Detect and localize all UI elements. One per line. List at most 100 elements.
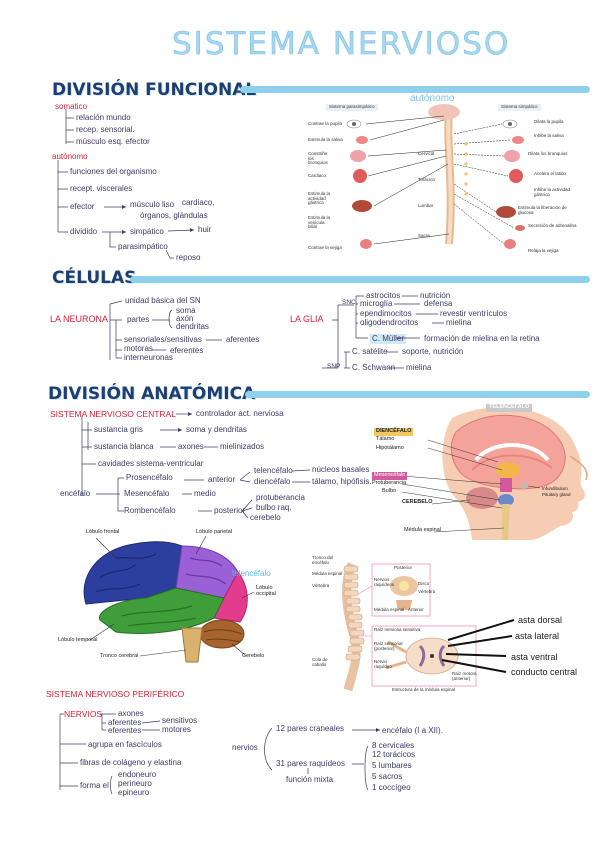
cerebelo: cerebelo [250, 513, 281, 522]
parasimpatico-header: Sistema parasimpático [326, 104, 378, 111]
glia-astrocitos: astrocitos [366, 291, 401, 300]
autonomo-right-label: Estimula la liberación de glucosa [518, 205, 567, 215]
neurona-parte: axón [176, 314, 194, 323]
snp-sensitivos: sensitivos [162, 716, 198, 725]
brain-lobes-illustration: Lóbulo frontal Lóbulo parietal telencéfa… [56, 528, 296, 668]
glia-microglia: microglía [360, 299, 393, 308]
neurona-parte: soma [176, 306, 196, 315]
autonomo-item: dividido [70, 227, 98, 236]
telencefalo: telencéfalo [254, 466, 293, 475]
snp-craneales-fn: encéfalo (I a XII). [382, 726, 443, 735]
autonomo-left-label: Constriñe los bronquios [308, 151, 328, 165]
autonomo-diagram-art [346, 104, 525, 249]
snc-blanca-fn2: mielinizados [220, 442, 265, 451]
autonomo-right-label: Relaja la vejiga [528, 248, 559, 253]
neurona-label: LA NEURONA [50, 314, 109, 324]
snp-raq-item: 12 torácicos [372, 750, 416, 759]
snp-raq-item: 1 coccígeo [372, 783, 411, 792]
autonomo-diagram: autónomo Sistema parasimpático Sistema s… [306, 94, 592, 262]
glia-microglia-fn: defensa [424, 299, 453, 308]
brain-label-tronco: Tronco cerebral [100, 653, 139, 659]
glia-satelite-fn: soporte, nutrición [402, 347, 464, 356]
autonomo-right-label: Inhibe la saliva [534, 133, 564, 138]
reposo-label: reposo [176, 253, 201, 262]
bulbo: bulbo raq. [256, 503, 292, 512]
snp-forma-item: epineuro [118, 788, 150, 797]
autonomo-left-label: Estimula la actividad gástrica [308, 191, 331, 205]
autonomo-right-label: Acelera el latido [534, 171, 567, 176]
somatico-item: músculo esq. efector [76, 137, 150, 146]
rombencefalo-fn: posterior [214, 506, 246, 515]
autonomo-item: efector [70, 202, 95, 211]
spine-label-medula2: Médula espinal [374, 607, 405, 612]
head-label-diencefalo: DIENCÉFALO [374, 428, 414, 436]
brain-label-telencefalo: telencéfalo [232, 569, 271, 578]
snp-axones: axones [118, 709, 144, 718]
glia-oligodendrocitos: oligodendrocitos [360, 318, 419, 327]
snp-nervios: NERVIOS [64, 709, 103, 719]
simpatico-header: Sistema simpático [498, 104, 541, 111]
glia-label: LA GLIA [290, 314, 324, 324]
spine-label-nervio: Nervio raquídeo [374, 659, 392, 669]
autonomo-left-label: Cardiaco [308, 173, 327, 178]
neurona-interneuronas: interneuronas [124, 353, 173, 362]
snc-cavidades: cavidades sistema-ventricular [98, 459, 204, 468]
neurona-motoras: motoras [124, 344, 153, 353]
section-title-funcional: DIVISIÓN FUNCIONAL [52, 80, 257, 100]
glia-satelite: C. satélite [352, 347, 388, 356]
snp-craneales: 12 pares craneales [276, 724, 345, 733]
glia-schwann-fn: mielina [406, 363, 432, 372]
autonomo-right-label: Dilata la pupila [534, 119, 564, 124]
autonomo-center-label: Lumbar [418, 203, 434, 208]
spine-label-anterior: Anterior [408, 607, 424, 612]
medula-asta-lateral: asta lateral [515, 631, 560, 641]
snp-raq-item: 5 lumbares [372, 761, 412, 770]
glia-ependimocitos-fn: revestir ventrículos [440, 309, 508, 318]
brain-label-occipital: Lóbulo occipital [256, 585, 276, 597]
head-label-bulbo: Bulbo [382, 488, 397, 494]
huir-label: huir [198, 225, 212, 234]
telencefalo-fn: núcleos basales [312, 465, 370, 474]
snp-forma: forma el [80, 781, 109, 790]
glia-astrocitos-fn: nutrición [420, 291, 451, 300]
brain-label-parietal: Lóbulo parietal [196, 529, 233, 535]
spine-label-tronco: Tronco del encéfalo [312, 555, 334, 565]
somatico-label: somatico [55, 102, 88, 111]
glia-ependimocitos: ependimocitos [360, 309, 412, 318]
spine-label-estructura: Estructura de la médula espinal [392, 687, 456, 692]
spine-label-vertebra2: Vértebra [418, 589, 436, 594]
snp-funcion: función mixta [286, 775, 334, 784]
glia-schwann: C. Schwann [352, 363, 396, 372]
page-title: SISTEMA NERVIOSO [172, 26, 511, 63]
prosencefalo-fn: anterior [208, 475, 236, 484]
section-bar [245, 391, 590, 398]
snp-agrupa: agrupa en fascículos [88, 740, 162, 749]
autonomo-left-label: Contrae la vejiga [308, 245, 342, 250]
snc-gris: sustancia gris [94, 425, 143, 434]
mesencefalo-fn: medio [194, 489, 216, 498]
simpatico-label: simpático [130, 227, 164, 236]
glia-snp: SNP [327, 363, 341, 370]
spine-label-medula: Médula espinal [312, 571, 343, 576]
spine-label-raiz-post: Raíz sensorial (posterior) [374, 641, 403, 651]
efector-detail: músculo liso [130, 200, 175, 209]
autonomo-right-label: Secreción de adrenalina [528, 223, 577, 228]
head-label-mesencefalo: Mesencéfalo [372, 472, 408, 480]
autonomo-left-label: Contrae la pupila [308, 121, 343, 126]
autonomo-center-label: Cervical [418, 151, 435, 156]
brain-label-temporal: Lóbulo temporal [58, 637, 98, 643]
spine-label-raiz-motora: Raíz motora (anterior) [452, 671, 477, 681]
spine-label-vertebra: Vértebra [312, 583, 330, 588]
snc-gris-fn: soma y dendritas [186, 425, 247, 434]
spine-label-cola: Cola de caballo [312, 657, 328, 667]
head-label-talamo: Tálamo [376, 436, 395, 442]
autonomo-right-label: Dilata los bronquios [528, 151, 568, 156]
head-label-infundibulo: Infundibulum [542, 486, 568, 491]
neurona-sensoriales: sensoriales/sensitivas [124, 335, 202, 344]
head-label-cerebelo: CEREBELO [402, 499, 433, 505]
brain-label-cerebelo: Cerebelo [242, 653, 265, 659]
head-label-pituitaria: Pituitary gland [542, 492, 571, 497]
efector-detail: órganos, glándulas [140, 211, 208, 220]
snp-title: SISTEMA NERVIOSO PERIFÉRICO [46, 689, 185, 699]
snc-blanca-fn: axones [178, 442, 204, 451]
